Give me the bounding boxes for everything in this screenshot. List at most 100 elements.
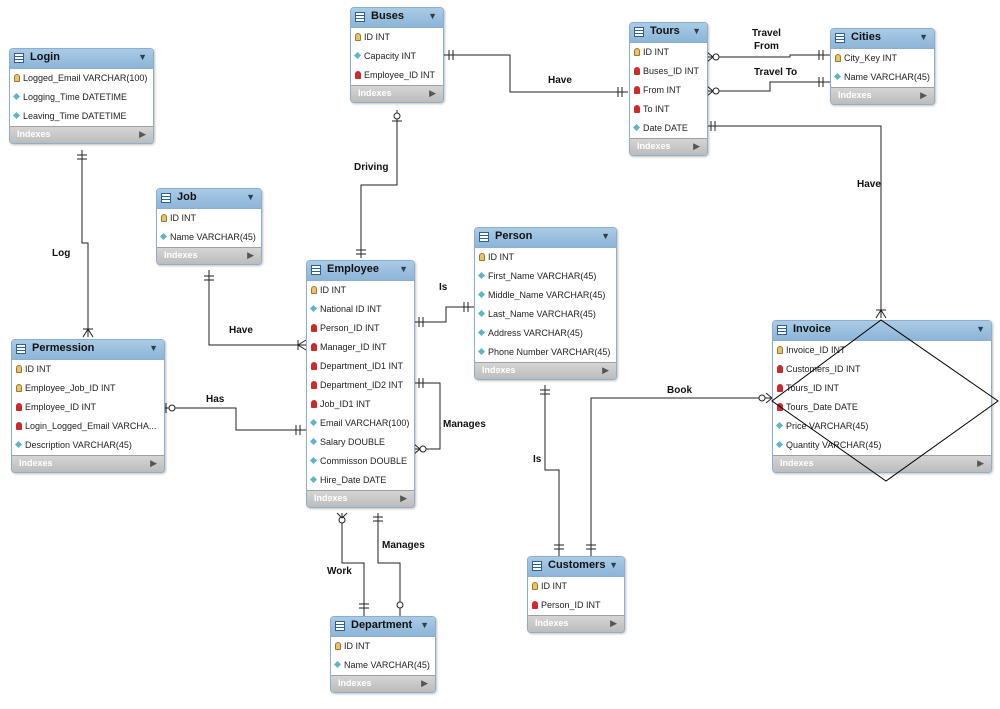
column-row[interactable]: ID INT bbox=[528, 577, 624, 596]
column-row[interactable]: Address VARCHAR(45) bbox=[475, 324, 616, 343]
expand-arrow-icon[interactable]: ▶ bbox=[920, 90, 927, 100]
indexes-footer[interactable]: Indexes ▶ bbox=[475, 362, 616, 379]
column-row[interactable]: Description VARCHAR(45) bbox=[12, 436, 164, 455]
expand-arrow-icon[interactable]: ▶ bbox=[150, 458, 157, 468]
column-row[interactable]: Person_ID INT bbox=[528, 596, 624, 615]
column-row[interactable]: Hire_Date DATE bbox=[307, 471, 414, 490]
column-row[interactable]: ID INT bbox=[630, 43, 707, 62]
collapse-arrow-icon[interactable]: ▼ bbox=[609, 560, 618, 570]
expand-arrow-icon[interactable]: ▶ bbox=[247, 250, 254, 260]
collapse-arrow-icon[interactable]: ▼ bbox=[399, 264, 408, 274]
indexes-footer[interactable]: Indexes ▶ bbox=[331, 675, 435, 692]
indexes-footer[interactable]: Indexes ▶ bbox=[157, 247, 261, 264]
column-row[interactable]: Employee_ID INT bbox=[12, 398, 164, 417]
column-row[interactable]: ID INT bbox=[475, 248, 616, 267]
column-row[interactable]: ID INT bbox=[351, 28, 443, 47]
collapse-arrow-icon[interactable]: ▼ bbox=[976, 324, 985, 334]
column-row[interactable]: Customers_ID INT bbox=[773, 360, 991, 379]
column-row[interactable]: Login_Logged_Email VARCHA... bbox=[12, 417, 164, 436]
expand-arrow-icon[interactable]: ▶ bbox=[421, 678, 428, 688]
collapse-arrow-icon[interactable]: ▼ bbox=[601, 231, 610, 241]
expand-arrow-icon[interactable]: ▶ bbox=[139, 129, 146, 139]
column-row[interactable]: Department_ID1 INT bbox=[307, 357, 414, 376]
column-row[interactable]: Tours_Date DATE bbox=[773, 398, 991, 417]
indexes-footer[interactable]: Indexes ▶ bbox=[831, 87, 934, 104]
collapse-arrow-icon[interactable]: ▼ bbox=[692, 26, 701, 36]
collapse-arrow-icon[interactable]: ▼ bbox=[428, 11, 437, 21]
indexes-footer[interactable]: Indexes ▶ bbox=[630, 138, 707, 155]
column-row[interactable]: Date DATE bbox=[630, 119, 707, 138]
column-row[interactable]: City_Key INT bbox=[831, 49, 934, 68]
column-row[interactable]: Department_ID2 INT bbox=[307, 376, 414, 395]
column-row[interactable]: National ID INT bbox=[307, 300, 414, 319]
column-row[interactable]: ID INT bbox=[331, 637, 435, 656]
table-customers-header[interactable]: Customers ▼ bbox=[528, 557, 624, 576]
table-login-header[interactable]: Login ▼ bbox=[10, 49, 153, 68]
table-invoice-header[interactable]: Invoice ▼ bbox=[773, 321, 991, 340]
table-person-header[interactable]: Person ▼ bbox=[475, 228, 616, 247]
expand-arrow-icon[interactable]: ▶ bbox=[610, 618, 617, 628]
indexes-footer[interactable]: Indexes ▶ bbox=[12, 455, 164, 472]
expand-arrow-icon[interactable]: ▶ bbox=[977, 458, 984, 468]
table-cities-header[interactable]: Cities ▼ bbox=[831, 29, 934, 48]
column-row[interactable]: Quantity VARCHAR(45) bbox=[773, 436, 991, 455]
column-row[interactable]: Leaving_Time DATETIME bbox=[10, 107, 153, 126]
column-row[interactable]: Manager_ID INT bbox=[307, 338, 414, 357]
column-row[interactable]: Job_ID1 INT bbox=[307, 395, 414, 414]
expand-arrow-icon[interactable]: ▶ bbox=[429, 88, 436, 98]
column-row[interactable]: First_Name VARCHAR(45) bbox=[475, 267, 616, 286]
table-job-header[interactable]: Job ▼ bbox=[157, 189, 261, 208]
column-row[interactable]: Logging_Time DATETIME bbox=[10, 88, 153, 107]
column-row[interactable]: Employee_Job_ID INT bbox=[12, 379, 164, 398]
column-row[interactable]: Capacity INT bbox=[351, 47, 443, 66]
collapse-arrow-icon[interactable]: ▼ bbox=[149, 343, 158, 353]
table-tours-header[interactable]: Tours ▼ bbox=[630, 23, 707, 42]
expand-arrow-icon[interactable]: ▶ bbox=[400, 493, 407, 503]
collapse-arrow-icon[interactable]: ▼ bbox=[138, 52, 147, 62]
column-row[interactable]: Person_ID INT bbox=[307, 319, 414, 338]
indexes-footer[interactable]: Indexes ▶ bbox=[351, 85, 443, 102]
table-login[interactable]: Login ▼ Logged_Email VARCHAR(100)Logging… bbox=[9, 48, 154, 144]
column-row[interactable]: Price VARCHAR(45) bbox=[773, 417, 991, 436]
column-row[interactable]: Logged_Email VARCHAR(100) bbox=[10, 69, 153, 88]
column-row[interactable]: Employee_ID INT bbox=[351, 66, 443, 85]
expand-arrow-icon[interactable]: ▶ bbox=[602, 365, 609, 375]
column-row[interactable]: Name VARCHAR(45) bbox=[331, 656, 435, 675]
column-row[interactable]: Email VARCHAR(100) bbox=[307, 414, 414, 433]
indexes-footer[interactable]: Indexes ▶ bbox=[528, 615, 624, 632]
column-row[interactable]: Last_Name VARCHAR(45) bbox=[475, 305, 616, 324]
table-buses-header[interactable]: Buses ▼ bbox=[351, 8, 443, 27]
collapse-arrow-icon[interactable]: ▼ bbox=[246, 192, 255, 202]
column-row[interactable]: To INT bbox=[630, 100, 707, 119]
column-row[interactable]: Middle_Name VARCHAR(45) bbox=[475, 286, 616, 305]
indexes-footer[interactable]: Indexes ▶ bbox=[307, 490, 414, 507]
column-row[interactable]: ID INT bbox=[157, 209, 261, 228]
column-row[interactable]: Buses_ID INT bbox=[630, 62, 707, 81]
table-permession-header[interactable]: Permession ▼ bbox=[12, 340, 164, 359]
expand-arrow-icon[interactable]: ▶ bbox=[693, 141, 700, 151]
collapse-arrow-icon[interactable]: ▼ bbox=[420, 620, 429, 630]
column-row[interactable]: Commisson DOUBLE bbox=[307, 452, 414, 471]
indexes-footer[interactable]: Indexes ▶ bbox=[10, 126, 153, 143]
column-row[interactable]: Invoice_ID INT bbox=[773, 341, 991, 360]
column-row[interactable]: ID INT bbox=[307, 281, 414, 300]
column-row[interactable]: ID INT bbox=[12, 360, 164, 379]
indexes-footer[interactable]: Indexes ▶ bbox=[773, 455, 991, 472]
column-row[interactable]: Salary DOUBLE bbox=[307, 433, 414, 452]
table-department-header[interactable]: Department ▼ bbox=[331, 617, 435, 636]
column-row[interactable]: Name VARCHAR(45) bbox=[831, 68, 934, 87]
column-row[interactable]: Name VARCHAR(45) bbox=[157, 228, 261, 247]
column-row[interactable]: From INT bbox=[630, 81, 707, 100]
column-row[interactable]: Phone Number VARCHAR(45) bbox=[475, 343, 616, 362]
column-row[interactable]: Tours_ID INT bbox=[773, 379, 991, 398]
